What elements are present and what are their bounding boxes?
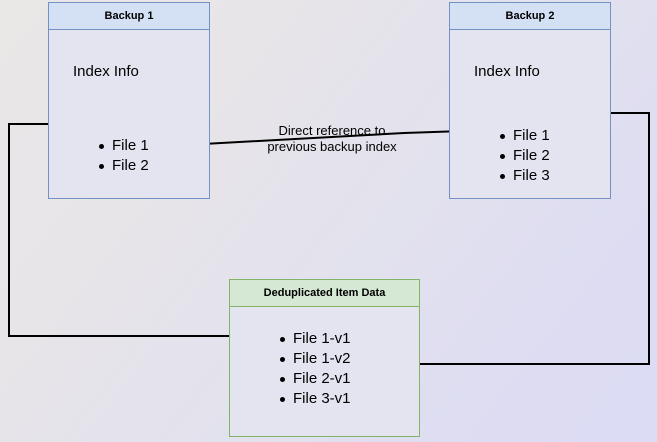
node-backup-1-header: Backup 1 (49, 3, 209, 30)
node-backup-1[interactable]: Backup 1 Index Info File 1 File 2 (48, 2, 210, 199)
node-backup-2-header: Backup 2 (450, 3, 610, 30)
node-backup-2-body: Index Info File 1 File 2 File 3 (450, 30, 610, 200)
node-backup-2[interactable]: Backup 2 Index Info File 1 File 2 File 3 (449, 2, 611, 199)
list-item: File 1-v2 (277, 349, 351, 369)
edge-label-direct-reference: Direct reference to previous backup inde… (254, 123, 410, 155)
list-item: File 2 (96, 156, 149, 176)
deduplicated-file-list: File 1-v1 File 1-v2 File 2-v1 File 3-v1 (277, 329, 351, 409)
backup-1-section-title: Index Info (73, 63, 139, 80)
backup-2-section-title: Index Info (474, 63, 540, 80)
list-item: File 1 (96, 136, 149, 156)
list-item: File 1-v1 (277, 329, 351, 349)
backup-2-file-list: File 1 File 2 File 3 (497, 126, 550, 186)
node-deduplicated-item-data-header: Deduplicated Item Data (230, 280, 419, 307)
edge-label-line-1: Direct reference to (278, 123, 386, 138)
list-item: File 3-v1 (277, 389, 351, 409)
node-deduplicated-item-data[interactable]: Deduplicated Item Data File 1-v1 File 1-… (229, 279, 420, 437)
edge-label-line-2: previous backup index (267, 139, 397, 154)
list-item: File 1 (497, 126, 550, 146)
list-item: File 3 (497, 166, 550, 186)
backup-1-file-list: File 1 File 2 (96, 136, 149, 176)
node-deduplicated-item-data-body: File 1-v1 File 1-v2 File 2-v1 File 3-v1 (230, 307, 419, 438)
node-backup-1-body: Index Info File 1 File 2 (49, 30, 209, 200)
list-item: File 2-v1 (277, 369, 351, 389)
list-item: File 2 (497, 146, 550, 166)
